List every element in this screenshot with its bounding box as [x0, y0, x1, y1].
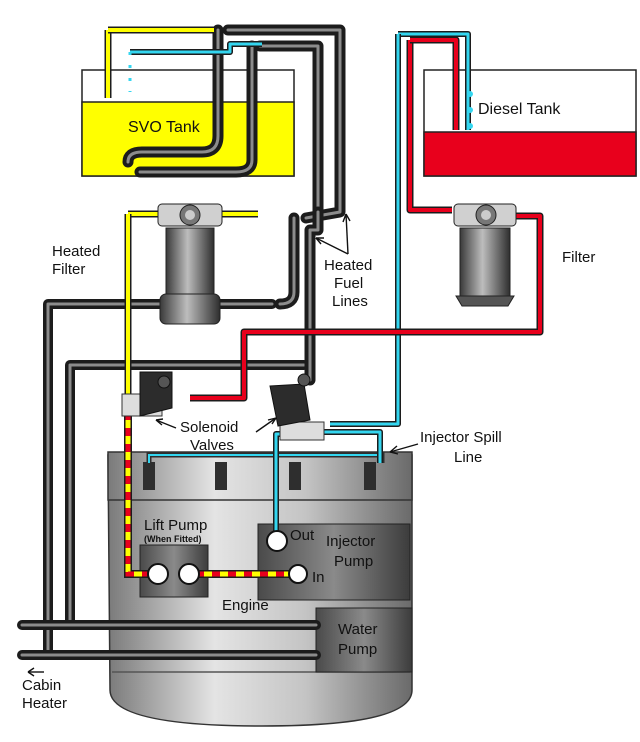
water-pump-label-line2: Pump — [338, 641, 377, 658]
filter-label: Filter — [562, 249, 595, 266]
heated-filter-label-line1: Heated — [52, 243, 100, 260]
diesel-tank-label: Diesel Tank — [478, 101, 561, 118]
combined-feed-line — [124, 412, 296, 578]
cabin-heater-label-line2: Heater — [22, 695, 67, 712]
svo-tank-label: SVO Tank — [128, 119, 201, 136]
spill-return-line — [128, 31, 471, 536]
cabin-heater-label-line1: Cabin — [22, 677, 61, 694]
in-port-label: In — [312, 569, 325, 586]
heated-fuel-lines — [122, 24, 346, 386]
lift-pump-label: Lift Pump — [144, 517, 207, 534]
injector-pump-port-out — [266, 530, 288, 552]
heated-filter — [157, 203, 223, 325]
pump-ports — [147, 530, 308, 585]
solenoid-valve-left — [121, 371, 173, 417]
engine-label: Engine — [222, 597, 269, 614]
out-port-label: Out — [290, 527, 315, 544]
injector-spill-line-label-line2: Line — [454, 449, 482, 466]
diesel-tank-dips — [467, 91, 473, 129]
solenoid-valve-right — [269, 373, 325, 441]
diesel-fuel-line — [190, 36, 544, 402]
lift-pump-port-out — [178, 563, 200, 585]
heated-filter-label-line2: Filter — [52, 261, 85, 278]
solenoid-valves-label-line1: Solenoid — [180, 419, 238, 436]
heated-fuel-lines-label-line2: Fuel — [334, 275, 363, 292]
water-pump — [315, 607, 413, 673]
injector-pump-label-line1: Injector — [326, 533, 375, 550]
engine-block — [107, 451, 413, 727]
water-pump-label-line1: Water — [338, 621, 377, 638]
lift-pump-note: (When Fitted) — [144, 534, 202, 544]
annotation-arrows — [27, 213, 419, 677]
lift-pump-port-in — [147, 563, 169, 585]
injector-spill-line-label-line1: Injector Spill — [420, 429, 502, 446]
heated-fuel-lines-label-line1: Heated — [324, 257, 372, 274]
diesel-filter — [453, 203, 517, 307]
injector-pump-port-in — [288, 564, 308, 584]
heated-fuel-lines-label-line3: Lines — [332, 293, 368, 310]
injector-pump-label-line2: Pump — [334, 553, 373, 570]
svo-fuel-line — [104, 26, 258, 400]
solenoid-valves-label-line2: Valves — [190, 437, 234, 454]
svo-tank — [81, 69, 295, 177]
